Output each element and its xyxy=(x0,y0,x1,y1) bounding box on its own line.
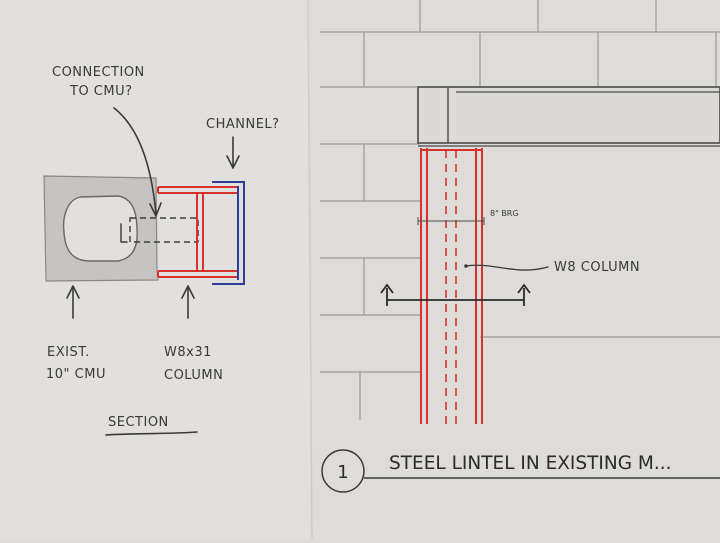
existing-label-line2: 10" CMU xyxy=(46,367,106,382)
connection-label-line1: CONNECTION xyxy=(52,65,145,80)
existing-label-line1: EXIST. xyxy=(47,345,90,360)
w8-column-elevation xyxy=(420,148,483,424)
detail-title: STEEL LINTEL IN EXISTING M... xyxy=(389,453,672,474)
w8x31-column-section xyxy=(157,186,238,278)
connection-arrow xyxy=(113,107,157,215)
elevation-drawing: 8" BRG W8 COLUMN 1 STEEL LINTEL IN EXIST… xyxy=(320,0,720,493)
section-cut-marker xyxy=(380,283,531,306)
masonry-coursing xyxy=(320,0,720,420)
channel-label: CHANNEL? xyxy=(206,117,280,132)
column-arrowhead xyxy=(181,285,195,299)
section-title: SECTION xyxy=(108,415,169,430)
cmu-arrowhead xyxy=(66,285,80,299)
connection-label-line2: TO CMU? xyxy=(69,84,133,99)
detail-number: 1 xyxy=(337,462,348,483)
bearing-dimension xyxy=(417,217,485,225)
connection-arrowhead xyxy=(149,202,162,217)
column-leader xyxy=(465,264,549,271)
steel-lintel xyxy=(417,86,720,147)
section-title-underline xyxy=(105,431,198,436)
channel-section xyxy=(212,181,245,285)
detail-number-bubble xyxy=(321,449,365,493)
sheet-edge xyxy=(307,0,313,540)
column-note: W8 COLUMN xyxy=(554,260,640,275)
bearing-note: 8" BRG xyxy=(490,209,519,218)
channel-arrowhead xyxy=(226,155,240,169)
anchor-hook xyxy=(120,223,128,243)
cmu-cell-void xyxy=(62,195,138,262)
column-label-line2: COLUMN xyxy=(164,368,223,383)
leader-dot xyxy=(464,264,468,268)
section-sketch: CONNECTION TO CMU? CHANNEL? EXIST. 10" C… xyxy=(43,65,280,436)
column-label-line1: W8x31 xyxy=(164,345,212,360)
